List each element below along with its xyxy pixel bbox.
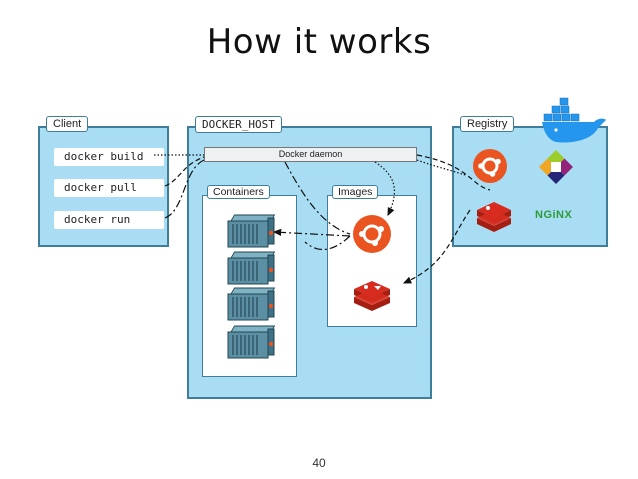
centos-icon	[539, 150, 573, 184]
containers-label: Containers	[207, 185, 270, 199]
client-panel: Client docker build docker pull docker r…	[38, 116, 169, 247]
redis-icon	[477, 202, 511, 232]
client-label: Client	[46, 116, 89, 132]
redis-icon	[354, 281, 390, 311]
registry-panel: Registry	[452, 116, 608, 247]
images-label: Images	[332, 185, 379, 199]
nginx-logo: NGiNX	[535, 209, 573, 221]
registry-label: Registry	[460, 116, 515, 132]
docker-whale-icon	[542, 97, 606, 143]
container-icon	[227, 214, 275, 248]
container-icon	[227, 251, 275, 285]
slide-title: How it works	[206, 22, 432, 62]
ubuntu-icon	[473, 149, 507, 183]
container-icon	[227, 287, 275, 321]
container-icon	[227, 325, 275, 359]
docker-build-command[interactable]: docker build	[54, 148, 164, 166]
page-number: 40	[312, 456, 326, 470]
docker-host-label: DOCKER_HOST	[195, 116, 282, 133]
ubuntu-icon	[353, 215, 391, 253]
docker-run-command[interactable]: docker run	[54, 211, 164, 229]
docker-daemon: Docker daemon	[204, 147, 417, 162]
docker-pull-command[interactable]: docker pull	[54, 179, 164, 197]
